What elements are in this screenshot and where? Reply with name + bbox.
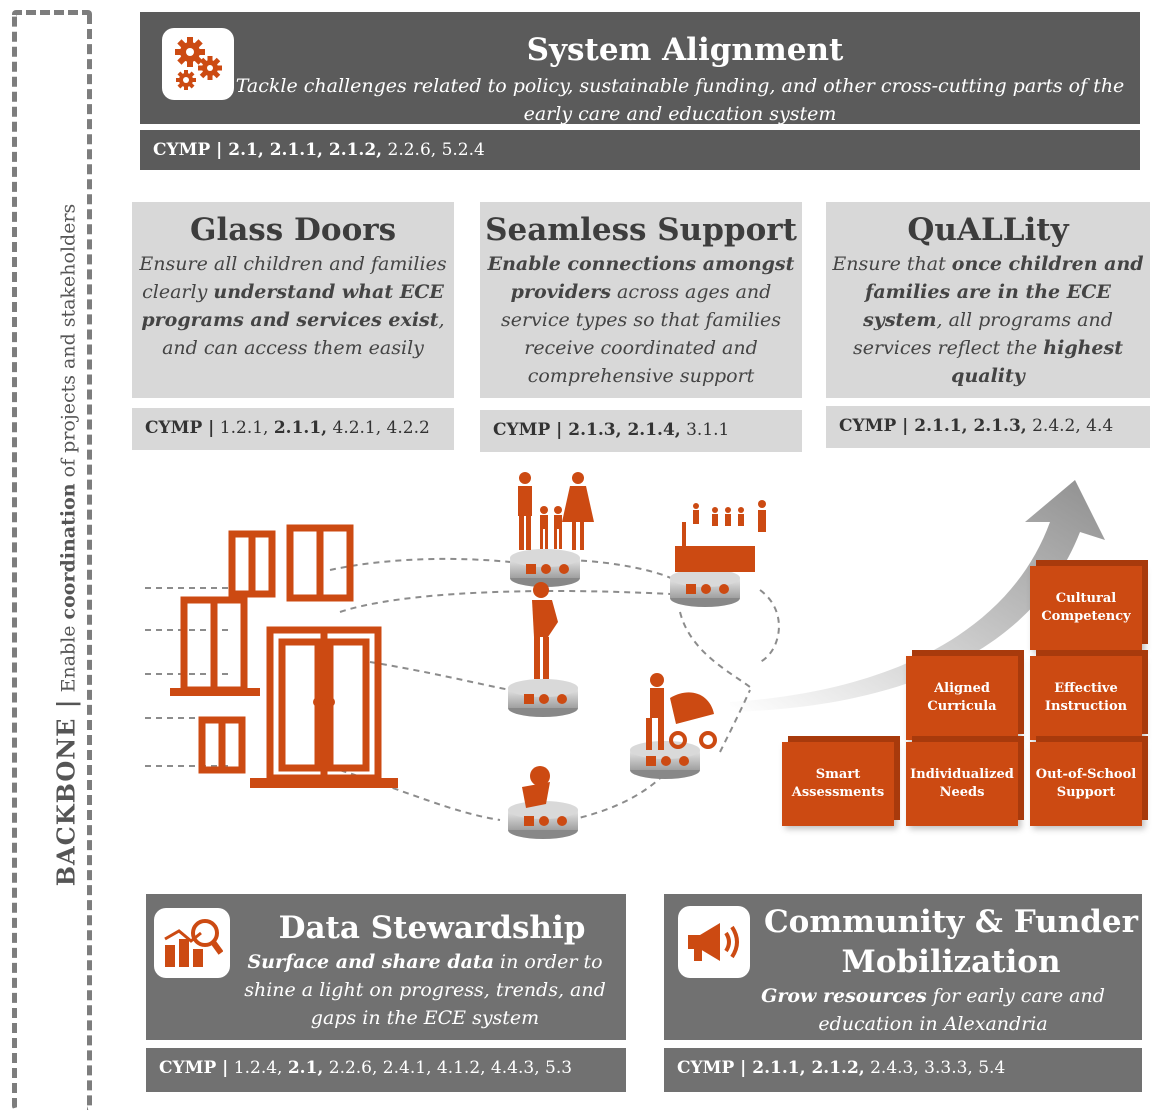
glass-doors-icon [180,524,382,782]
community-box: Community & Funder Mobilization Grow res… [664,894,1142,1040]
glass-doors-cymp: CYMP | 1.2.1, 2.1.1, 4.2.1, 4.2.2 [132,408,454,450]
glass-doors-title: Glass Doors [189,212,397,248]
data-stewardship-cymp: CYMP | 1.2.4, 2.1, 2.2.6, 2.4.1, 4.1.2, … [146,1048,626,1092]
gears-icon [162,28,234,100]
glass-doors-description: Ensure all children and families clearly… [139,253,447,359]
community-title: Community & Funder Mobilization [764,904,1138,980]
block-individualized-needs: Individualized Needs [906,742,1018,826]
seamless-support-description: Enable connections amongst providers acr… [487,253,795,387]
quality-cymp: CYMP | 2.1.1, 2.1.3, 2.4.2, 4.4 [826,406,1150,448]
community-cymp: CYMP | 2.1.1, 2.1.2, 2.4.3, 3.3.3, 5.4 [664,1048,1142,1092]
backbone-frame [12,10,92,1110]
family-figures [518,472,766,808]
data-stewardship-box: Data Stewardship Surface and share data … [146,894,626,1040]
megaphone-icon [678,906,750,978]
block-aligned-curricula: Aligned Curricula [906,656,1018,740]
data-chart-search-icon [154,908,230,978]
quality-title: QuALLity [907,212,1069,248]
backbone-label: BACKBONE | Enable coordination of projec… [51,203,81,887]
block-smart-assessments: Smart Assessments [782,742,894,826]
system-alignment-title: System Alignment [526,32,844,68]
data-stewardship-title: Data Stewardship [278,910,586,946]
block-out-of-school-support: Out-of-School Support [1030,742,1142,826]
data-stewardship-description: Surface and share data in order to shine… [244,951,606,1029]
provider-platforms [508,549,740,839]
glass-doors-box: Glass Doors Ensure all children and fami… [132,202,454,398]
block-effective-instruction: Effective Instruction [1030,656,1142,740]
seamless-support-box: Seamless Support Enable connections amon… [480,202,802,398]
seamless-support-title: Seamless Support [485,212,797,248]
block-cultural-competency: Cultural Competency [1030,566,1142,650]
quality-description: Ensure that once children and families a… [832,253,1144,387]
quality-box: QuALLity Ensure that once children and f… [826,202,1150,398]
system-alignment-box: System Alignment Tackle challenges relat… [140,12,1140,125]
seamless-support-cymp: CYMP | 2.1.3, 2.1.4, 3.1.1 [480,410,802,452]
system-alignment-cymp: CYMP | 2.1, 2.1.1, 2.1.2, 2.2.6, 5.2.4 [140,130,1140,170]
system-alignment-description: Tackle challenges related to policy, sus… [235,75,1125,125]
community-description: Grow resources for early care and educat… [761,985,1105,1035]
